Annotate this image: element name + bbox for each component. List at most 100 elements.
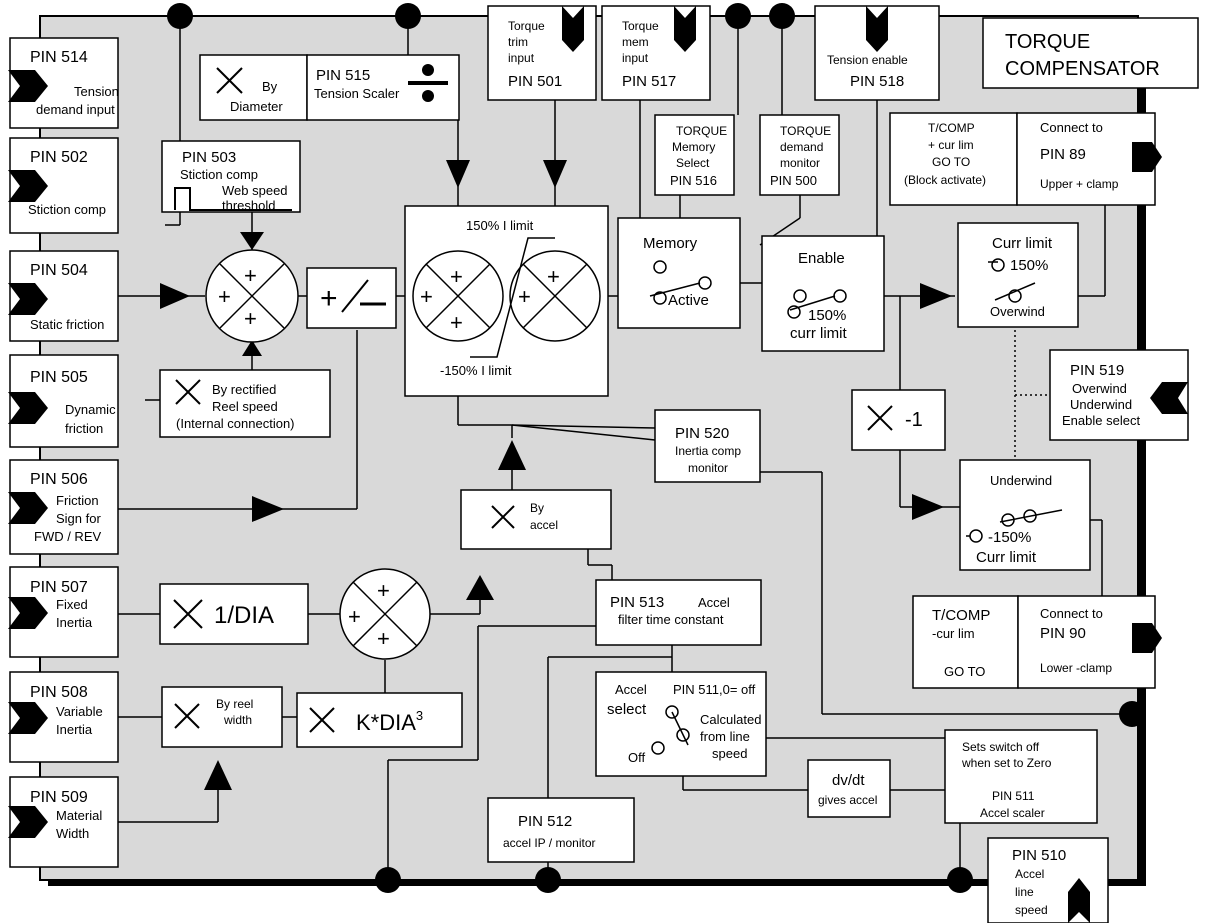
svg-text:150% I limit: 150% I limit <box>466 218 534 233</box>
svg-text:Reel speed: Reel speed <box>212 399 278 414</box>
svg-text:PIN 515: PIN 515 <box>316 67 370 84</box>
input-chevron-icon <box>8 170 48 202</box>
svg-text:+: + <box>320 282 338 315</box>
svg-text:PIN 505: PIN 505 <box>30 369 88 386</box>
svg-text:Memory: Memory <box>643 235 698 252</box>
svg-text:+: + <box>450 264 463 289</box>
multiply-icon <box>175 379 201 405</box>
svg-text:Sets switch off: Sets switch off <box>962 740 1040 754</box>
input-chevron-icon <box>8 70 48 102</box>
svg-text:GO TO: GO TO <box>932 155 970 169</box>
svg-text:PIN 508: PIN 508 <box>30 684 88 701</box>
svg-text:when set to Zero: when set to Zero <box>961 756 1052 770</box>
svg-text:+: + <box>450 310 463 335</box>
svg-text:Connect to: Connect to <box>1040 606 1103 621</box>
arrowheads <box>160 160 952 790</box>
svg-text:PIN 518: PIN 518 <box>850 73 904 90</box>
svg-text:curr limit: curr limit <box>790 325 847 342</box>
sign-box: + <box>306 267 397 329</box>
svg-text:T/COMP: T/COMP <box>928 121 975 135</box>
title-line-1: TORQUE <box>1005 31 1090 53</box>
svg-text:Overwind: Overwind <box>1072 381 1127 396</box>
multiply-icon <box>309 707 335 733</box>
svg-text:Width: Width <box>56 826 89 841</box>
svg-text:monitor: monitor <box>780 156 820 170</box>
pin-506-box: PIN 506 Friction Sign for FWD / REV <box>8 459 119 555</box>
svg-text:PIN 90: PIN 90 <box>1040 625 1086 642</box>
svg-text:PIN 501: PIN 501 <box>508 73 562 90</box>
svg-text:width: width <box>223 713 252 727</box>
output-arrow-icon <box>1132 623 1162 653</box>
torque-demand-monitor: TORQUE demand monitor PIN 500 <box>759 114 840 196</box>
t-comp-upper: T/COMP + cur lim GO TO (Block activate) <box>889 112 1018 206</box>
pin-514-label: PIN 514 <box>30 49 88 66</box>
pin-508-box: PIN 508 Variable Inertia <box>8 671 119 763</box>
input-chevron-icon <box>674 6 696 52</box>
svg-text:By rectified: By rectified <box>212 382 276 397</box>
multiply-icon <box>216 67 243 94</box>
multiply-icon <box>173 599 203 629</box>
pin-520-box: PIN 520 Inertia comp monitor <box>654 409 761 483</box>
limit-sum-block: + + + + + 150% I limit -150% I limit <box>404 205 609 397</box>
svg-text:Underwind: Underwind <box>1070 397 1132 412</box>
pin-509-box: PIN 509 Material Width <box>8 776 119 868</box>
svg-text:PIN 500: PIN 500 <box>770 173 817 188</box>
svg-text:speed: speed <box>1015 903 1048 917</box>
svg-text:Underwind: Underwind <box>990 473 1052 488</box>
pin-514-box: PIN 514 Tension demand input <box>8 37 119 129</box>
svg-text:speed: speed <box>712 746 747 761</box>
svg-text:By: By <box>262 79 278 94</box>
svg-text:-1: -1 <box>905 409 923 431</box>
accel-select-box: Accel select PIN 511,0= off Off Calculat… <box>595 671 767 777</box>
k-dia-cubed-box: K*DIA3 <box>296 692 463 748</box>
svg-text:Inertia comp: Inertia comp <box>675 444 741 458</box>
svg-text:line: line <box>1015 885 1034 899</box>
input-chevron-icon <box>8 392 48 424</box>
svg-text:input: input <box>508 51 535 65</box>
divide-icon <box>408 64 448 102</box>
svg-text:Static friction: Static friction <box>30 317 104 332</box>
memory-switch-box: Memory Active <box>617 217 741 329</box>
pin-519-box: PIN 519 Overwind Underwind Enable select <box>1049 349 1189 441</box>
svg-text:PIN 511: PIN 511 <box>992 789 1035 803</box>
svg-text:PIN 511,0= off: PIN 511,0= off <box>673 682 756 697</box>
svg-text:Accel: Accel <box>1015 867 1044 881</box>
summing-junction-1: + + + <box>205 249 299 343</box>
pin-505-box: PIN 505 Dynamic friction <box>8 354 119 448</box>
svg-text:K*DIA3: K*DIA3 <box>356 708 423 735</box>
svg-text:Upper + clamp: Upper + clamp <box>1040 177 1119 191</box>
svg-text:Curr limit: Curr limit <box>992 235 1053 252</box>
svg-text:Tension: Tension <box>74 84 119 99</box>
enable-switch-box: Enable 150% curr limit <box>761 235 885 352</box>
svg-text:(Internal connection): (Internal connection) <box>176 416 295 431</box>
svg-text:Active: Active <box>668 292 709 309</box>
rectified-reel-speed-box: By rectified Reel speed (Internal connec… <box>159 369 331 438</box>
svg-text:demand: demand <box>780 140 823 154</box>
svg-text:Memory: Memory <box>672 140 715 154</box>
svg-text:PIN 503: PIN 503 <box>182 149 236 166</box>
input-chevron-icon <box>866 6 888 52</box>
stiction-comp-box: PIN 503 Stiction comp Web speed threshol… <box>161 140 301 213</box>
svg-text:+: + <box>218 284 231 309</box>
svg-text:input: input <box>622 51 649 65</box>
svg-text:accel IP / monitor: accel IP / monitor <box>503 836 595 850</box>
torque-trim-input: Torque trim input PIN 501 <box>487 5 597 101</box>
output-arrow-icon <box>1132 142 1162 172</box>
underwind-box: Underwind -150% Curr limit <box>959 459 1091 571</box>
svg-text:friction: friction <box>65 421 103 436</box>
svg-text:Dynamic: Dynamic <box>65 402 116 417</box>
svg-text:TORQUE: TORQUE <box>780 124 831 138</box>
svg-text:from line: from line <box>700 729 750 744</box>
connect-pin-89: Connect to PIN 89 Upper + clamp <box>1016 112 1162 206</box>
tension-enable-input: Tension enable PIN 518 <box>814 5 940 101</box>
svg-text:trim: trim <box>508 35 528 49</box>
svg-text:150%: 150% <box>808 307 846 324</box>
svg-text:-150%: -150% <box>988 529 1031 546</box>
svg-text:Stiction comp: Stiction comp <box>180 167 258 182</box>
svg-text:mem: mem <box>622 35 649 49</box>
svg-text:PIN 502: PIN 502 <box>30 149 88 166</box>
pin-507-box: PIN 507 Fixed Inertia <box>8 566 119 658</box>
svg-text:Accel scaler: Accel scaler <box>980 806 1045 820</box>
input-chevron-icon <box>8 492 48 524</box>
svg-text:GO TO: GO TO <box>944 664 985 679</box>
